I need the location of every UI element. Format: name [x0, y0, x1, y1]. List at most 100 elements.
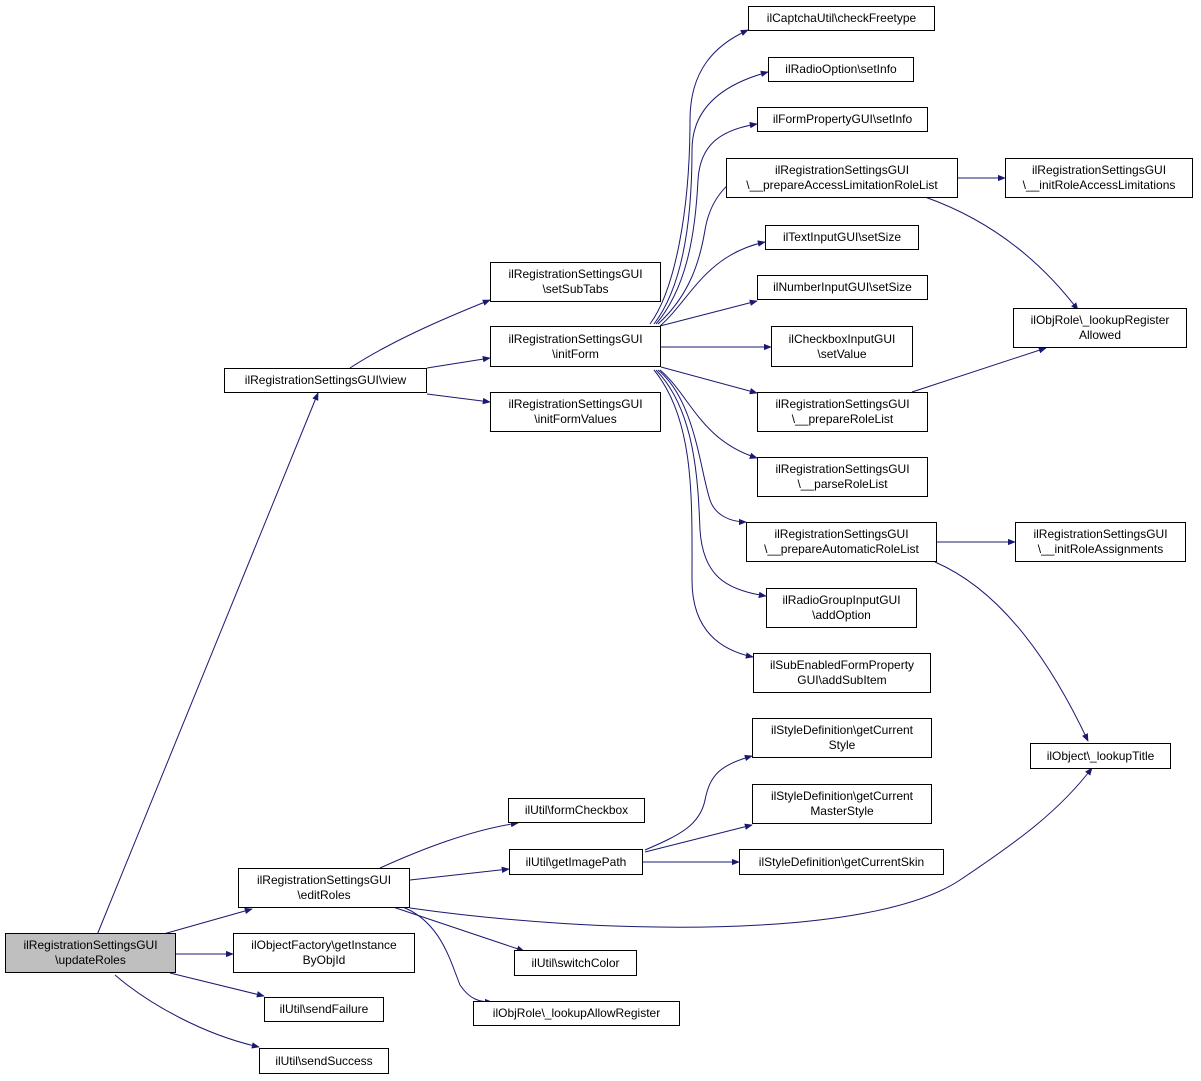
edge-initform-addoption: [655, 369, 767, 599]
node-get-image-path[interactable]: ilUtil\getImagePath: [509, 849, 643, 875]
node-get-current-style[interactable]: ilStyleDefinition\getCurrent Style: [752, 718, 932, 758]
edge-getimagepath-currentstyle: [644, 754, 753, 851]
node-label: ilRegistrationSettingsGUI: [775, 397, 910, 411]
node-form-checkbox[interactable]: ilUtil\formCheckbox: [508, 798, 645, 823]
node-prepare-automatic-role-list[interactable]: ilRegistrationSettingsGUI \__prepareAuto…: [746, 522, 937, 562]
node-radio-group-add-option[interactable]: ilRadioGroupInputGUI \addOption: [766, 588, 917, 628]
edge-view-setsubtabs: [349, 299, 491, 369]
node-get-current-master-style[interactable]: ilStyleDefinition\getCurrent MasterStyle: [752, 784, 932, 824]
edge-getimagepath-currentmasterstyle: [644, 823, 753, 853]
node-label: MasterStyle: [810, 804, 874, 818]
node-send-failure[interactable]: ilUtil\sendFailure: [264, 997, 384, 1022]
node-label: \setSubTabs: [542, 282, 609, 296]
node-label: GUI\addSubItem: [797, 673, 887, 687]
node-label: Allowed: [1078, 328, 1122, 342]
node-check-freetype[interactable]: ilCaptchaUtil\checkFreetype: [748, 6, 935, 31]
node-label: ilRegistrationSettingsGUI: [775, 462, 910, 476]
node-label: ilUtil\sendFailure: [279, 1002, 369, 1016]
node-label: ByObjId: [302, 953, 346, 967]
node-label: ilUtil\sendSuccess: [275, 1053, 373, 1068]
node-get-current-skin[interactable]: ilStyleDefinition\getCurrentSkin: [739, 849, 944, 875]
node-view[interactable]: ilRegistrationSettingsGUI\view: [224, 368, 427, 393]
node-set-sub-tabs[interactable]: ilRegistrationSettingsGUI \setSubTabs: [490, 262, 661, 302]
node-label: \__parseRoleList: [797, 477, 888, 491]
node-init-role-assignments[interactable]: ilRegistrationSettingsGUI \__initRoleAss…: [1015, 522, 1186, 562]
node-label: \__initRoleAccessLimitations: [1022, 178, 1176, 192]
node-label: ilRegistrationSettingsGUI: [774, 163, 910, 177]
node-prepare-access-limitation-role-list[interactable]: ilRegistrationSettingsGUI \__prepareAcce…: [726, 158, 958, 198]
node-label: ilSubEnabledFormProperty: [769, 658, 915, 672]
node-init-form-values[interactable]: ilRegistrationSettingsGUI \initFormValue…: [490, 392, 661, 432]
node-label: \__prepareAutomaticRoleList: [764, 542, 919, 556]
node-label: \__initRoleAssignments: [1037, 542, 1164, 556]
node-label: ilRadioGroupInputGUI: [782, 593, 901, 607]
edge-initform-formpropsetinfo: [655, 121, 758, 325]
node-label: ilRadioOption\setInfo: [785, 62, 897, 76]
node-label: \initFormValues: [534, 412, 617, 426]
node-lookup-allow-register[interactable]: ilObjRole\_lookupAllowRegister: [473, 1001, 680, 1026]
node-number-input-set-size[interactable]: ilNumberInputGUI\setSize: [757, 275, 928, 300]
edge-updateroles-editroles: [159, 907, 253, 936]
edge-editroles-switchcolor: [389, 905, 525, 952]
node-form-property-set-info[interactable]: ilFormPropertyGUI\setInfo: [757, 107, 928, 132]
node-get-instance-by-obj-id[interactable]: ilObjectFactory\getInstance ByObjId: [233, 933, 415, 973]
node-init-role-access-limitations[interactable]: ilRegistrationSettingsGUI \__initRoleAcc…: [1005, 158, 1193, 198]
node-checkbox-input-set-value[interactable]: ilCheckboxInputGUI \setValue: [771, 326, 913, 367]
node-label: \initForm: [552, 346, 599, 361]
edge-initform-radiosetinfo: [653, 70, 769, 325]
node-label: \__prepareRoleList: [791, 412, 894, 426]
node-label: ilRegistrationSettingsGUI: [508, 331, 643, 346]
node-lookup-register-allowed[interactable]: ilObjRole\_lookupRegister Allowed: [1013, 308, 1187, 348]
node-label: ilTextInputGUI\setSize: [782, 230, 902, 244]
node-label: ilRegistrationSettingsGUI: [508, 397, 643, 411]
edge-initform-numbersetsize: [659, 299, 758, 327]
node-label: ilCheckboxInputGUI: [788, 331, 896, 346]
node-label: ilCaptchaUtil\checkFreetype: [766, 11, 917, 25]
edge-initform-textsetsize: [659, 240, 766, 327]
node-update-roles[interactable]: ilRegistrationSettingsGUI \updateRoles: [5, 933, 176, 973]
node-label: ilRegistrationSettingsGUI: [774, 527, 909, 541]
node-label: ilRegistrationSettingsGUI: [256, 873, 392, 887]
node-label: ilUtil\formCheckbox: [524, 803, 629, 817]
node-label: ilRegistrationSettingsGUI: [1033, 527, 1168, 541]
node-edit-roles[interactable]: ilRegistrationSettingsGUI \editRoles: [238, 868, 410, 908]
node-parse-role-list[interactable]: ilRegistrationSettingsGUI \__parseRoleLi…: [757, 457, 928, 497]
node-label: ilRegistrationSettingsGUI: [1031, 163, 1167, 177]
node-switch-color[interactable]: ilUtil\switchColor: [514, 950, 637, 976]
node-radio-option-set-info[interactable]: ilRadioOption\setInfo: [768, 57, 914, 82]
node-label: ilObject\_lookupTitle: [1046, 748, 1155, 763]
edge-editroles-getimagepath: [409, 866, 510, 881]
edge-initform-prepareautomatic: [657, 369, 747, 526]
edge-initform-preparerolelist: [660, 366, 758, 395]
node-label: \addOption: [812, 608, 871, 622]
node-sub-enabled-add-sub-item[interactable]: ilSubEnabledFormProperty GUI\addSubItem: [753, 653, 931, 693]
node-label: ilObjectFactory\getInstance: [251, 938, 397, 952]
node-prepare-role-list[interactable]: ilRegistrationSettingsGUI \__prepareRole…: [757, 392, 928, 432]
node-label: ilObjRole\_lookupRegister: [1030, 313, 1170, 327]
node-label: ilObjRole\_lookupAllowRegister: [492, 1006, 661, 1020]
edge-preparerolelist-lookupregisterallowed: [911, 347, 1047, 393]
node-lookup-title[interactable]: ilObject\_lookupTitle: [1030, 743, 1171, 769]
edge-prepareautomatic-lookuptitle: [934, 561, 1089, 742]
edge-updateroles-view: [96, 392, 319, 936]
node-label: ilUtil\switchColor: [531, 955, 620, 970]
node-label: \setValue: [817, 346, 867, 361]
node-label: \editRoles: [297, 888, 351, 902]
node-send-success[interactable]: ilUtil\sendSuccess: [259, 1048, 389, 1074]
node-label: ilStyleDefinition\getCurrent: [770, 789, 914, 803]
edge-editroles-formcheckbox: [379, 820, 519, 869]
node-init-form[interactable]: ilRegistrationSettingsGUI \initForm: [490, 326, 661, 367]
edge-updateroles-sendsuccess: [114, 974, 260, 1049]
node-label: ilRegistrationSettingsGUI\view: [244, 373, 407, 387]
edge-updateroles-sendfailure: [169, 972, 265, 998]
edge-view-initform: [426, 355, 491, 369]
node-label: ilStyleDefinition\getCurrentSkin: [758, 854, 925, 869]
edge-editroles-lookupallowregister: [399, 905, 493, 1006]
node-label: ilStyleDefinition\getCurrent: [770, 723, 914, 737]
edge-prepareaccess-lookupregisterallowed: [924, 196, 1079, 311]
node-label: ilUtil\getImagePath: [525, 854, 627, 869]
edge-initform-addsubitem: [653, 369, 754, 659]
node-text-input-set-size[interactable]: ilTextInputGUI\setSize: [765, 225, 919, 250]
node-label: ilFormPropertyGUI\setInfo: [772, 112, 913, 126]
